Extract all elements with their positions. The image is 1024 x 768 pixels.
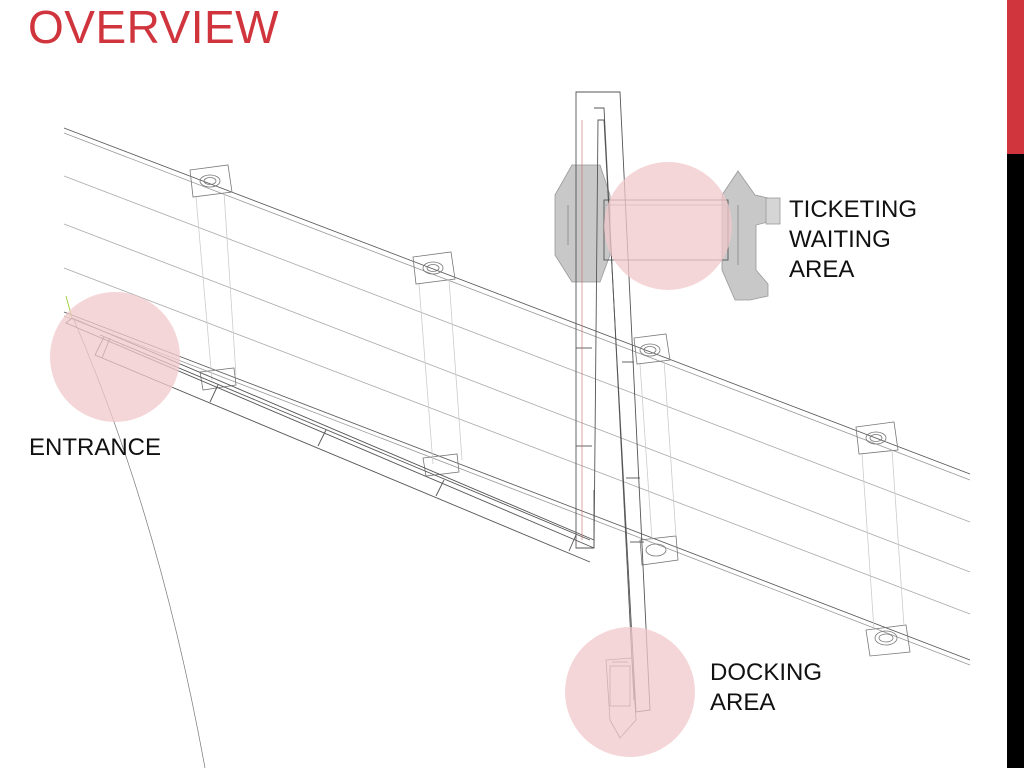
entrance-highlight xyxy=(50,292,180,422)
shelter-west xyxy=(554,164,611,283)
deck-line xyxy=(63,175,971,523)
docking-ramp xyxy=(575,91,651,713)
ticketing-highlight xyxy=(604,162,732,290)
pier xyxy=(855,421,911,657)
deck-line xyxy=(63,132,971,481)
deck-edge-north xyxy=(63,127,971,475)
docking-highlight xyxy=(565,627,695,757)
side-accent-bar xyxy=(1007,0,1024,768)
pier xyxy=(189,164,237,391)
deck-edge-south xyxy=(63,311,971,661)
bridge-deck xyxy=(63,127,971,666)
side-bar-accent xyxy=(1007,0,1024,154)
area-highlights xyxy=(50,162,732,757)
deck-line xyxy=(63,315,971,666)
pier xyxy=(412,251,463,477)
entrance-label: ENTRANCE xyxy=(29,434,162,461)
ticketing-waiting-area-label: TICKETING WAITING AREA xyxy=(789,196,918,283)
bridge-piers xyxy=(189,164,911,657)
side-bar-dark xyxy=(1007,154,1024,768)
shelter-east xyxy=(721,170,781,301)
slide-title: OVERVIEW xyxy=(28,1,280,53)
deck-line xyxy=(63,267,971,615)
deck-line xyxy=(63,223,971,573)
pier xyxy=(633,333,679,566)
docking-area-label: DOCKING AREA xyxy=(710,659,823,716)
